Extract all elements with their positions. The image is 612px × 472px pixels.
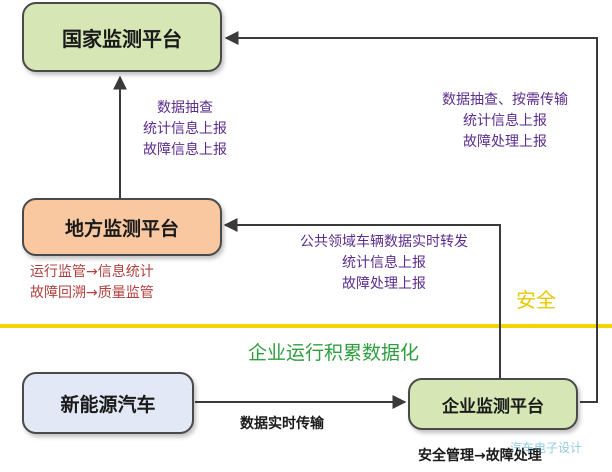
node-nev-label: 新能源汽车: [60, 393, 156, 416]
label-line: 统计信息上报: [342, 255, 426, 271]
label-line: 故障信息上报: [143, 142, 227, 158]
label-local-to-national: 数据抽查 统计信息上报 故障信息上报: [125, 98, 245, 161]
label-local-duties: 运行监管→信息统计 故障回溯→质量监管: [30, 262, 210, 304]
label-line: 统计信息上报: [463, 113, 547, 129]
label-safety: 安全: [516, 288, 556, 312]
label-enterprise-to-national: 数据抽查、按需传输 统计信息上报 故障处理上报: [418, 90, 592, 153]
label-enterprise-accumulation: 企业运行积累数据化: [248, 342, 420, 364]
label-realtime-transfer: 数据实时传输: [240, 416, 324, 432]
label-line: 故障回溯→质量监管: [30, 285, 154, 301]
node-national-platform: 国家监测平台: [22, 2, 222, 72]
node-national-label: 国家监测平台: [62, 26, 182, 51]
label-line: 故障处理上报: [342, 276, 426, 292]
label-enterprise-to-local: 公共领域车辆数据实时转发 统计信息上报 故障处理上报: [270, 232, 498, 295]
label-line: 数据抽查: [157, 100, 213, 116]
edge-enterprise-to-national: [224, 31, 598, 403]
label-enterprise-duty: 安全管理→故障处理: [418, 448, 542, 464]
watermark: 汽车电子设计: [510, 441, 583, 455]
label-line: 公共领域车辆数据实时转发: [300, 234, 468, 250]
node-nev: 新能源汽车: [22, 372, 194, 434]
node-local-label: 地方监测平台: [64, 217, 179, 240]
label-line: 统计信息上报: [143, 121, 227, 137]
node-enterprise-platform: 企业监测平台: [408, 378, 578, 430]
label-line: 运行监管→信息统计: [30, 264, 154, 280]
node-enterprise-label: 企业监测平台: [442, 396, 544, 417]
label-line: 数据抽查、按需传输: [442, 92, 568, 108]
label-line: 故障处理上报: [463, 134, 547, 150]
node-local-platform: 地方监测平台: [22, 198, 222, 256]
edge-enterprise-to-local: [223, 218, 501, 378]
